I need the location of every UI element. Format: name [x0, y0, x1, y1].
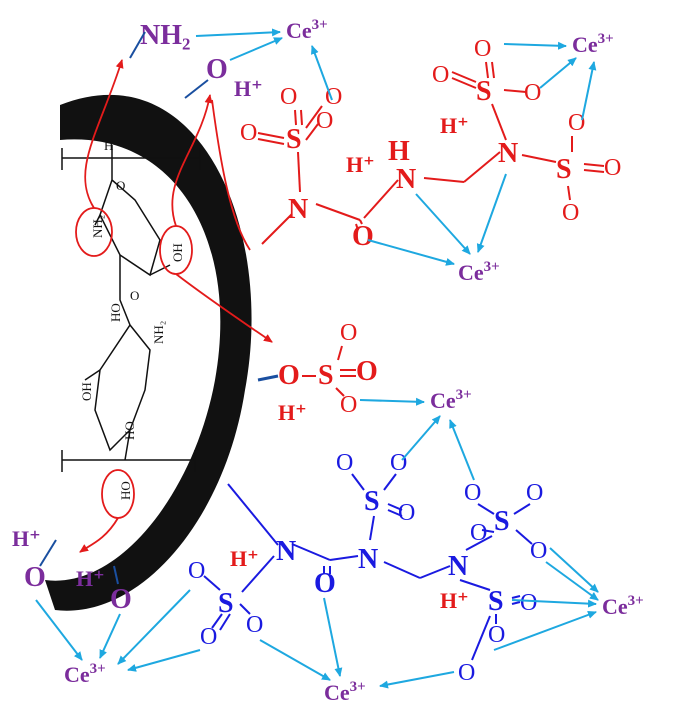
- svg-text:H: H: [388, 136, 410, 167]
- red-sulfonate-group: O O O S O N O H⁺ H N N H⁺ O O S O O S O …: [240, 36, 621, 252]
- svg-text:O: O: [352, 221, 374, 252]
- nh2-top: NH₂: [140, 20, 190, 51]
- ce-bottom-center: Ce3+: [324, 679, 366, 705]
- h-plus-blue-right: H⁺: [440, 588, 469, 613]
- svg-text:S: S: [318, 360, 334, 391]
- svg-text:O: O: [568, 110, 585, 136]
- svg-text:O: O: [530, 538, 547, 564]
- svg-text:O: O: [340, 392, 357, 418]
- svg-text:O: O: [200, 624, 217, 650]
- svg-text:O: O: [526, 480, 543, 506]
- svg-text:Ce3+: Ce3+: [324, 679, 366, 702]
- c-shaped-support: [45, 94, 252, 611]
- nh2-bond: [129, 31, 146, 59]
- svg-text:O: O: [474, 36, 491, 62]
- middle-sulfate: O S O O O H⁺: [257, 320, 378, 425]
- ring-o-glyco: O: [130, 288, 139, 303]
- ring-nh2-lower: NH₂: [151, 321, 166, 344]
- svg-text:N: N: [358, 544, 378, 575]
- svg-text:Ce3+: Ce3+: [64, 661, 106, 687]
- o-top: O: [206, 54, 228, 85]
- svg-text:N: N: [288, 194, 308, 225]
- blue-group: O O S O N N O N O O S O O O S O O S O O …: [188, 450, 547, 686]
- blue-bonds: [203, 473, 533, 661]
- red-bonds: [257, 61, 605, 245]
- svg-text:O: O: [278, 360, 300, 391]
- ring-o-label-upper: O: [116, 178, 125, 193]
- svg-text:O: O: [356, 356, 378, 387]
- red-highlights: [75, 59, 273, 553]
- svg-text:O: O: [524, 80, 541, 106]
- chitosan-structure: [61, 145, 201, 472]
- svg-text:O: O: [488, 622, 505, 648]
- ring-ho-upper: HO: [108, 303, 123, 322]
- chitosan-labels: H O n NH₂ OH HO O NH₂ OH HO HO: [79, 138, 195, 500]
- svg-text:O: O: [390, 450, 407, 476]
- ring-ho-bottom: HO: [118, 481, 133, 500]
- svg-text:S: S: [494, 506, 510, 537]
- ring-oh-upper: OH: [170, 243, 185, 262]
- svg-text:Ce3+: Ce3+: [602, 593, 644, 619]
- svg-text:S: S: [556, 154, 572, 185]
- ring-ho-lower: HO: [122, 421, 137, 440]
- svg-text:O: O: [336, 450, 353, 476]
- svg-text:O: O: [110, 584, 132, 615]
- svg-text:O: O: [604, 155, 621, 181]
- svg-text:S: S: [218, 588, 234, 619]
- svg-text:S: S: [286, 124, 302, 155]
- svg-text:N: N: [448, 551, 468, 582]
- svg-text:S: S: [476, 76, 492, 107]
- svg-text:O: O: [470, 520, 487, 546]
- svg-text:O: O: [520, 590, 537, 616]
- ce-top: Ce3+: [286, 17, 328, 43]
- svg-text:O: O: [398, 500, 415, 526]
- svg-text:O: O: [246, 612, 263, 638]
- svg-text:O: O: [316, 108, 333, 134]
- svg-text:Ce3+: Ce3+: [286, 17, 328, 43]
- svg-text:O: O: [24, 562, 46, 593]
- svg-text:H⁺: H⁺: [12, 526, 41, 551]
- svg-text:H⁺: H⁺: [346, 152, 375, 177]
- ce-bottom-right: Ce3+: [602, 593, 644, 619]
- svg-text:O: O: [562, 200, 579, 226]
- h-plus-blue: H⁺: [230, 546, 259, 571]
- svg-text:S: S: [488, 586, 504, 617]
- ce-top-right: Ce3+: [572, 31, 614, 57]
- svg-text:O: O: [340, 320, 357, 346]
- bottom-left-oxygens: H⁺ O H⁺ O: [12, 526, 132, 615]
- svg-text:H⁺: H⁺: [440, 113, 469, 138]
- ce-middle: Ce3+: [458, 259, 500, 285]
- ce-center: Ce3+: [430, 387, 472, 413]
- svg-text:N: N: [498, 138, 518, 169]
- svg-text:Ce3+: Ce3+: [572, 31, 614, 57]
- o-top-bond: [184, 79, 209, 99]
- svg-text:O: O: [188, 558, 205, 584]
- svg-text:O: O: [464, 480, 481, 506]
- svg-text:Ce3+: Ce3+: [430, 387, 472, 413]
- h-plus-top: H⁺: [234, 76, 263, 101]
- ce-bottom-left: Ce3+: [64, 661, 106, 687]
- svg-text:H⁺: H⁺: [76, 566, 105, 591]
- svg-text:Ce3+: Ce3+: [458, 259, 500, 285]
- svg-text:O: O: [280, 84, 297, 110]
- svg-text:H⁺: H⁺: [278, 400, 307, 425]
- ring-oh-lower: OH: [79, 382, 94, 401]
- svg-text:N: N: [396, 164, 416, 195]
- ring-nh2-upper: NH₂: [90, 215, 105, 238]
- svg-text:O: O: [432, 62, 449, 88]
- svg-text:O: O: [314, 568, 336, 599]
- svg-text:N: N: [276, 536, 296, 567]
- svg-text:O: O: [240, 120, 257, 146]
- coordination-arrows: [35, 28, 599, 689]
- ring-h-label: H: [104, 138, 113, 153]
- svg-text:O: O: [458, 660, 475, 686]
- svg-text:S: S: [364, 486, 380, 517]
